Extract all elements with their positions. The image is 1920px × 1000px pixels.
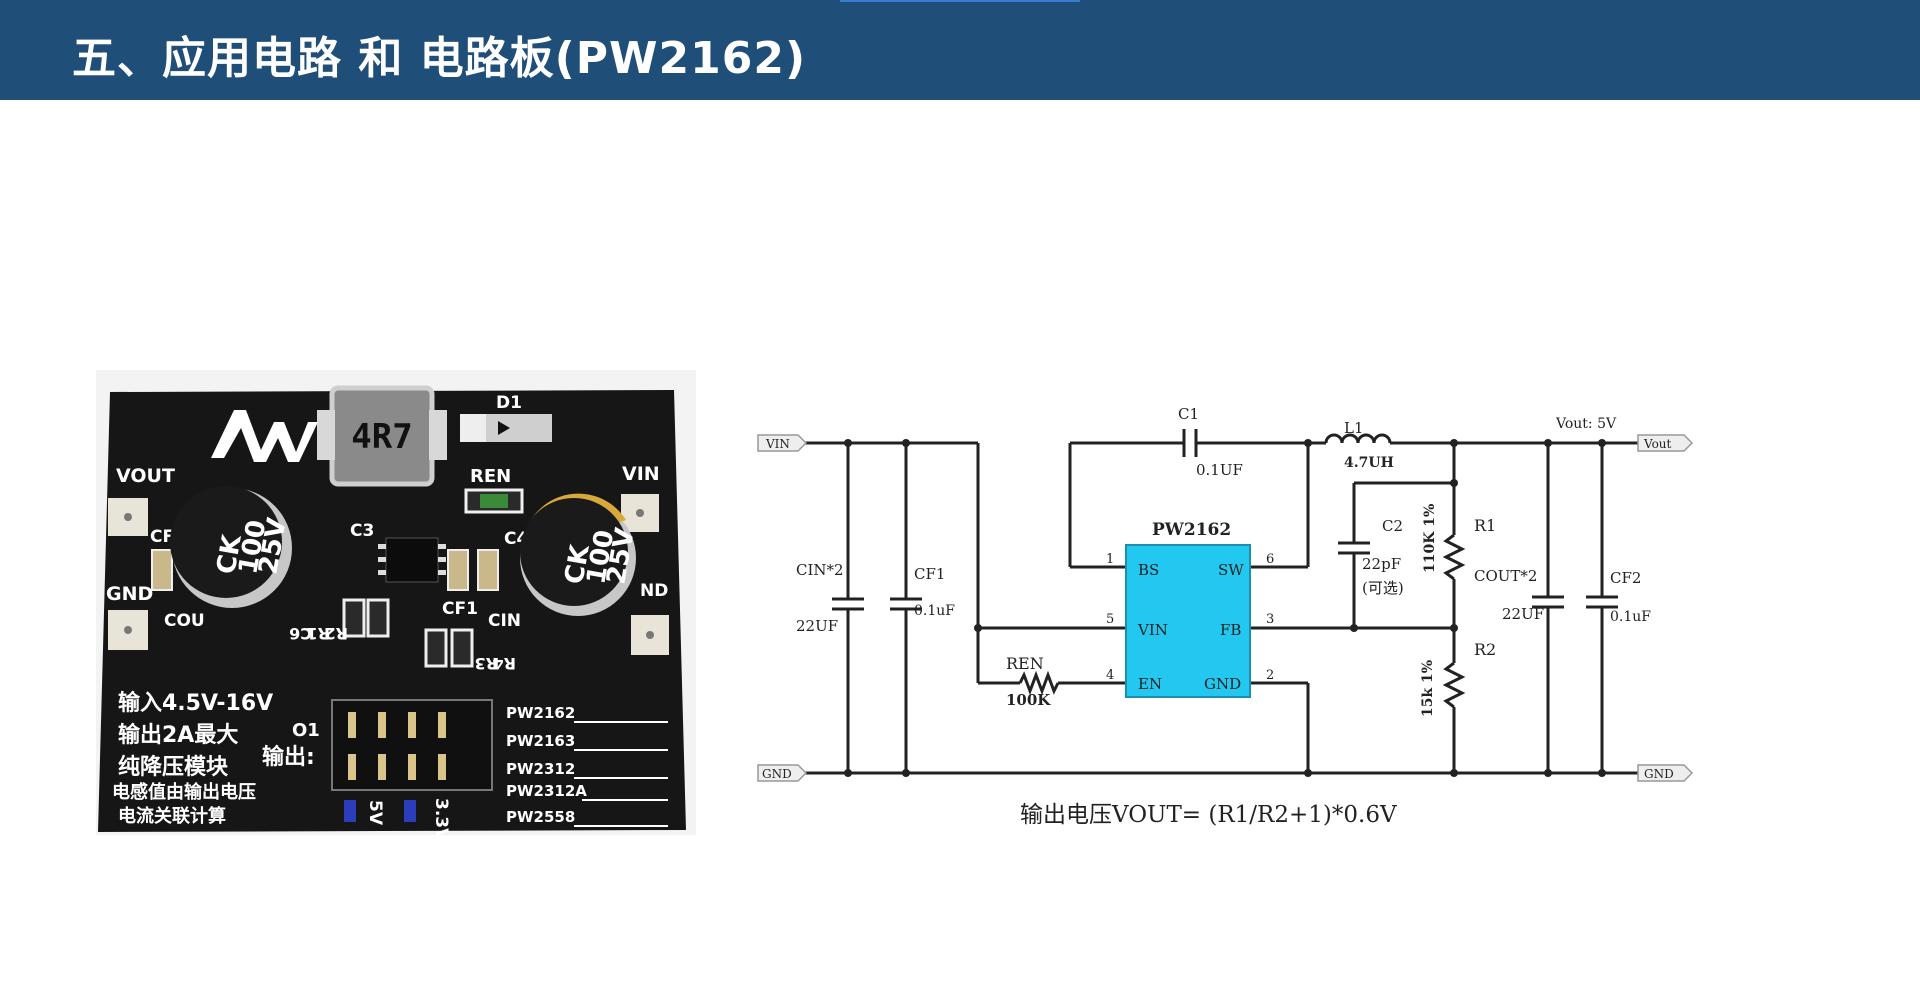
- label-vin: VIN: [622, 463, 660, 485]
- label-cou: COU: [164, 611, 205, 631]
- svg-text:3: 3: [1266, 612, 1274, 627]
- model-pw2162: PW2162: [506, 704, 575, 722]
- label-r4: R4: [493, 654, 516, 673]
- r1-ref: R1: [1474, 516, 1496, 535]
- ic-name: PW2162: [1152, 520, 1231, 540]
- label-r3: R3: [475, 654, 498, 673]
- note-current: 电流关联计算: [118, 805, 226, 827]
- label-5v: 5V: [365, 800, 385, 826]
- page-title: 五、应用电路 和 电路板(PW2162): [72, 33, 807, 84]
- c2-note: (可选): [1362, 579, 1404, 597]
- label-3v3: 3.3V: [431, 798, 451, 835]
- model-pw2312a: PW2312A: [506, 782, 587, 800]
- svg-text:GND: GND: [1644, 767, 1674, 781]
- capacitor-right: CK 100 25V: [520, 493, 641, 616]
- aw-logo-icon: [211, 410, 318, 462]
- ic-chip: [385, 537, 439, 583]
- pw2162-ic-block: [1125, 544, 1251, 698]
- inductor-component: 4R7: [317, 385, 447, 487]
- label-cf1: CF1: [442, 599, 478, 619]
- cin-value: 22UF: [796, 617, 838, 635]
- pin-gnd: GND: [1204, 675, 1241, 693]
- label-vout: VOUT: [116, 465, 175, 487]
- svg-text:6: 6: [1266, 552, 1274, 567]
- label-gnd-right: ND: [640, 581, 668, 601]
- svg-text:1: 1: [1106, 552, 1114, 567]
- model-pw2558: PW2558: [506, 808, 575, 826]
- c1-ref: C1: [1178, 405, 1199, 423]
- title-bar: 五、应用电路 和 电路板(PW2162): [0, 0, 1920, 100]
- label-d1: D1: [496, 393, 522, 413]
- svg-text:Vout: Vout: [1643, 437, 1672, 451]
- note-inductor: 电感值由输出电压: [112, 781, 256, 803]
- svg-text:CK: CK: [211, 532, 248, 577]
- svg-text:2: 2: [1266, 668, 1274, 683]
- capacitor-left: CK 100 25V: [170, 486, 293, 608]
- header-accent-line: [840, 0, 1080, 2]
- label-r2: R2: [325, 624, 348, 643]
- port-gnd-left: GND: [757, 764, 808, 782]
- model-pw2163: PW2163: [506, 732, 575, 750]
- cf2-ref: CF2: [1610, 569, 1641, 587]
- l1-ref: L1: [1344, 419, 1364, 437]
- label-o1: O1: [292, 720, 320, 741]
- label-ren: REN: [470, 466, 511, 487]
- r2-value: 15k 1%: [1420, 660, 1436, 717]
- pin-fb: FB: [1220, 621, 1241, 639]
- r2-ref: R2: [1474, 640, 1496, 659]
- note-input-range: 输入4.5V-16V: [118, 690, 273, 716]
- label-r1: R1: [307, 624, 330, 643]
- pcb-board-photo: 4R7 D1 REN VOUT VIN GND ND CF2 C3 C4 COU…: [96, 370, 696, 835]
- cout-value: 22UF: [1502, 605, 1544, 623]
- c1-value: 0.1UF: [1196, 461, 1243, 479]
- cf2-value: 0.1uF: [1610, 609, 1651, 625]
- output-label: 输出:: [262, 744, 315, 770]
- pin-vin: VIN: [1137, 621, 1168, 639]
- svg-text:4: 4: [1106, 668, 1114, 683]
- label-cin: CIN: [488, 611, 521, 631]
- model-pw2312: PW2312: [506, 760, 575, 778]
- r1-value: 110K 1%: [1422, 504, 1438, 573]
- c2-ref: C2: [1382, 517, 1403, 535]
- c2-value: 22pF: [1362, 555, 1401, 573]
- application-schematic: VIN Vout GND GND Vout: 5V PW2162 BS VIN …: [757, 405, 1694, 782]
- pin-bs: BS: [1138, 561, 1159, 579]
- cin-ref: CIN*2: [796, 561, 844, 579]
- port-gnd-right: GND: [1637, 764, 1694, 782]
- vout-value-label: Vout: 5V: [1555, 416, 1617, 432]
- ren-ref: REN: [1006, 654, 1044, 673]
- port-vin: VIN: [757, 434, 808, 452]
- label-gnd-left: GND: [106, 583, 153, 605]
- svg-text:VIN: VIN: [765, 437, 790, 451]
- pin-sw: SW: [1218, 561, 1244, 579]
- vout-formula: 输出电压VOUT= (R1/R2+1)*0.6V: [1020, 802, 1397, 828]
- l1-value: 4.7UH: [1344, 455, 1394, 471]
- pin-en: EN: [1138, 675, 1162, 693]
- label-c6: C6: [289, 624, 312, 643]
- port-vout: Vout: [1637, 434, 1694, 452]
- svg-text:GND: GND: [762, 767, 792, 781]
- note-output-max: 输出2A最大: [118, 722, 238, 748]
- pin-header: [331, 699, 493, 822]
- cf1-value: 0.1uF: [914, 603, 955, 619]
- ren-value: 100K: [1006, 691, 1051, 709]
- note-buck-module: 纯降压模块: [118, 754, 229, 780]
- cf1-ref: CF1: [914, 565, 945, 583]
- inductor-marking: 4R7: [351, 417, 412, 457]
- svg-text:5: 5: [1106, 612, 1114, 627]
- svg-text:CK: CK: [559, 542, 596, 587]
- cout-ref: COUT*2: [1474, 567, 1537, 585]
- label-c3: C3: [350, 521, 374, 541]
